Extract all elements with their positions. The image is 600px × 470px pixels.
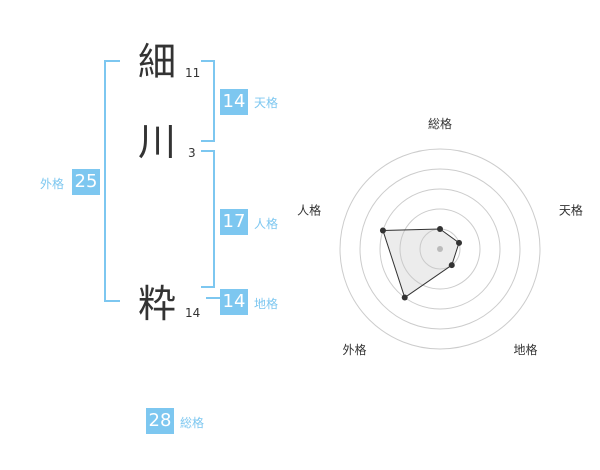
jinkaku-value: 17 <box>220 209 248 235</box>
name-char-2: 川 <box>138 120 177 164</box>
radar-axis-label-2: 天格 <box>559 202 583 217</box>
jinkaku-label: 人格 <box>254 217 279 231</box>
tenkaku-value: 14 <box>220 89 248 115</box>
chikaku-value: 14 <box>220 289 248 315</box>
radar-axis-label-1: 総格 <box>428 116 452 131</box>
tenkaku-bracket <box>201 60 215 142</box>
name-char-3: 粋 <box>138 282 177 326</box>
radar-point-4 <box>401 294 408 301</box>
gaikaku-bracket <box>104 60 120 302</box>
gaikaku-value: 25 <box>72 169 100 195</box>
radar-center-dot <box>437 246 443 252</box>
jinkaku-bracket <box>201 150 215 288</box>
radar-grid-ring <box>339 148 541 350</box>
stroke-count-2: 3 <box>188 146 196 160</box>
chikaku-connector <box>206 297 220 299</box>
radar-point-3 <box>448 262 455 269</box>
stroke-count-3: 14 <box>185 306 201 320</box>
chikaku-label: 地格 <box>254 297 279 311</box>
radar-grid-ring <box>379 188 501 310</box>
soukaku-label: 総格 <box>180 416 205 430</box>
gaikaku-label: 外格 <box>40 177 65 191</box>
radar-axis-label-5: 人格 <box>297 202 321 217</box>
radar-point-1 <box>437 226 443 232</box>
radar-grid-ring <box>399 208 481 290</box>
tenkaku-label: 天格 <box>254 96 279 110</box>
radar-axis-label-4: 外格 <box>343 342 367 357</box>
stroke-count-1: 11 <box>185 66 201 80</box>
soukaku-value: 28 <box>146 408 174 434</box>
radar-grid-ring <box>359 168 521 330</box>
radar-axis-label-3: 地格 <box>513 342 537 357</box>
radar-point-5 <box>379 227 386 234</box>
radar-point-2 <box>456 239 463 246</box>
name-char-1: 細 <box>138 40 177 84</box>
